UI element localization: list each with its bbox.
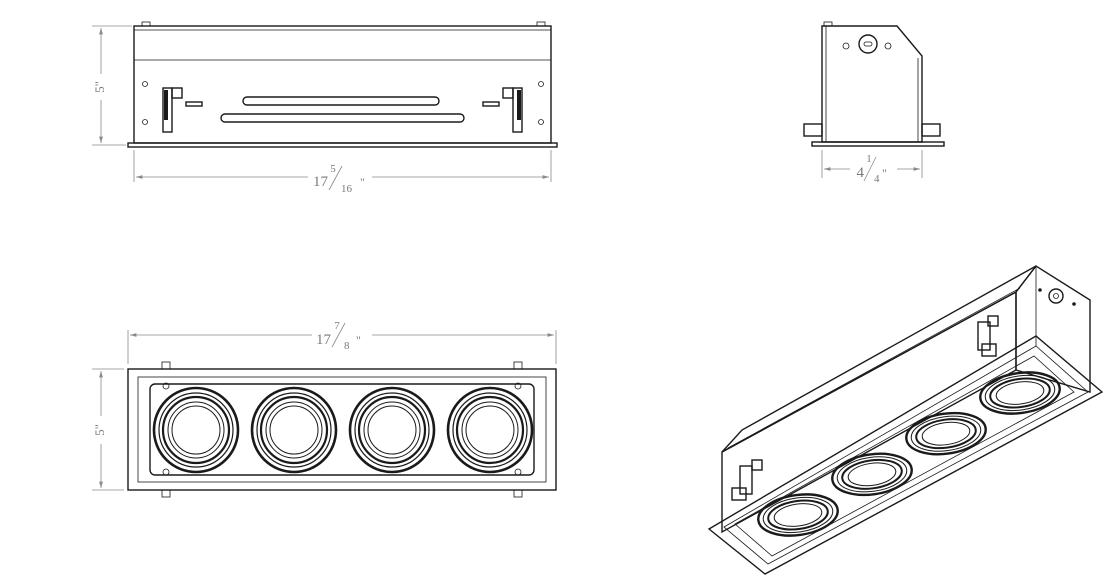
housing-outline: [133, 25, 552, 144]
trim-plate: [707, 335, 1104, 575]
knockout: [1048, 288, 1064, 304]
housing-outline: [821, 25, 923, 143]
trim-flange: [127, 142, 558, 148]
svg-text:16: 16: [341, 183, 353, 195]
lamp-module: [979, 371, 1061, 415]
svg-text:": ": [882, 166, 887, 180]
width-label: 4 1 4 ": [857, 153, 888, 185]
svg-text:17: 17: [313, 174, 329, 190]
housing-end: [1015, 265, 1091, 393]
mounting-bracket: [977, 315, 999, 357]
height-label: 5": [92, 424, 107, 436]
slot: [220, 113, 465, 123]
svg-text:4: 4: [857, 165, 865, 181]
lamp-module: [250, 386, 338, 474]
knockout: [858, 34, 878, 54]
housing-top: [721, 265, 1037, 453]
lamp-module: [757, 493, 839, 537]
svg-text:7: 7: [334, 320, 340, 332]
aperture: [149, 383, 535, 476]
svg-text:5: 5: [330, 163, 336, 175]
lamp-module: [152, 386, 240, 474]
width-label: 17 7 8 ": [316, 320, 361, 352]
side-view: 4 1 4 ": [803, 21, 945, 185]
lamp-module: [905, 411, 987, 456]
slot: [242, 96, 440, 106]
svg-text:": ": [360, 175, 365, 189]
isometric-view: [707, 265, 1104, 575]
svg-text:8: 8: [344, 340, 350, 352]
mounting-bracket: [731, 459, 763, 501]
trim-outline: [127, 368, 557, 491]
trim-flange: [811, 141, 945, 147]
height-label: 5": [92, 81, 107, 93]
lamp-row: [757, 371, 1061, 537]
svg-text:": ": [356, 333, 361, 347]
bottom-view: 17 7 8 " 5": [92, 320, 557, 498]
width-label: 17 5 16 ": [313, 163, 365, 195]
svg-text:1: 1: [866, 153, 872, 165]
lamp-module: [348, 386, 436, 474]
lamp-module: [831, 452, 913, 497]
lamp-module: [446, 386, 534, 474]
mounting-bracket: [482, 87, 523, 133]
front-view: 5" 17 5 16 ": [92, 21, 558, 195]
lamp-row: [152, 386, 534, 474]
mounting-bracket: [162, 87, 203, 133]
svg-text:17: 17: [316, 332, 332, 348]
svg-text:4: 4: [874, 173, 880, 185]
